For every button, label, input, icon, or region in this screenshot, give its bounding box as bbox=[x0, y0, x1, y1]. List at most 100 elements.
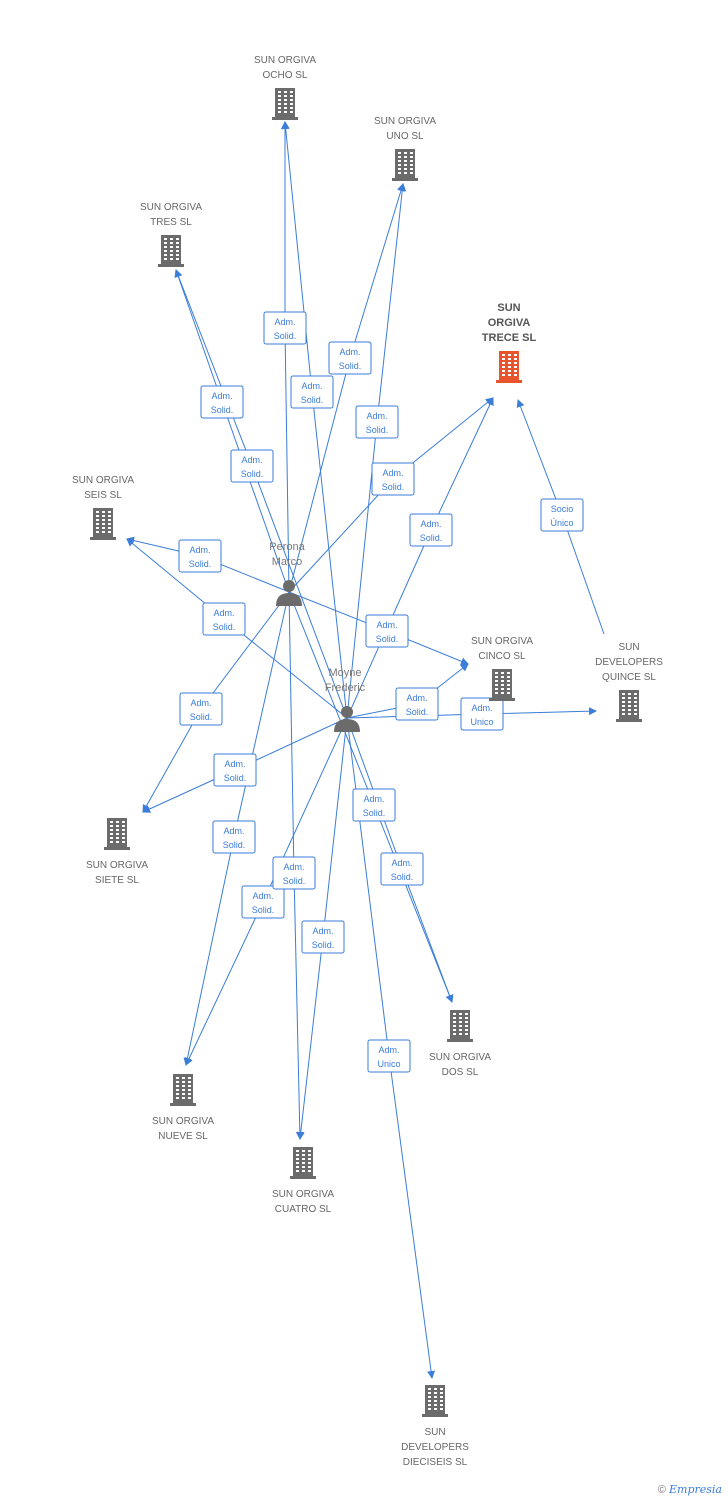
company-name-line: SUN ORGIVA bbox=[272, 1189, 334, 1200]
building-icon bbox=[104, 818, 130, 850]
edge-label-moyne-to-siete[interactable]: Adm. Solid. bbox=[213, 753, 257, 787]
edge-label-line: Adm. bbox=[224, 759, 245, 769]
edge-label-perona-to-siete[interactable]: Adm.Solid. bbox=[179, 692, 223, 726]
company-name-line: DEVELOPERS bbox=[401, 1442, 469, 1453]
edge-moyne-to-trece bbox=[346, 397, 494, 719]
building-icon bbox=[290, 1147, 316, 1179]
edge-label-line: Solid. bbox=[406, 707, 429, 717]
edge-label-line: Adm. bbox=[252, 891, 273, 901]
company-name-line: SUN ORGIVA bbox=[140, 202, 202, 213]
edge-label-line: Adm. bbox=[382, 468, 403, 478]
edge-label-moyne-to-seis[interactable]: Adm. Solid. bbox=[202, 602, 246, 636]
edge-label-moyne-to-cuatro[interactable]: Adm.Solid. bbox=[301, 920, 345, 954]
edge-label-moyne-to-quince[interactable]: Adm.Unico bbox=[460, 697, 504, 731]
edge-label-moyne-to-ocho[interactable]: Adm. Solid. bbox=[290, 375, 334, 409]
edge-label-line: Solid. bbox=[301, 395, 324, 405]
company-name-line: SEIS SL bbox=[84, 490, 122, 501]
edge-label-line: Adm. bbox=[378, 1045, 399, 1055]
edge-label-line: Adm. bbox=[213, 608, 234, 618]
edge-label-line: Solid. bbox=[252, 905, 275, 915]
edge-label-perona-to-cuatro[interactable]: Adm.Solid. bbox=[272, 856, 316, 890]
edge-label-line: Solid. bbox=[241, 469, 264, 479]
edge-label-line: Solid. bbox=[366, 425, 389, 435]
company-name-line: QUINCE SL bbox=[602, 672, 656, 683]
edge-label-perona-to-nueve[interactable]: Adm.Solid. bbox=[212, 820, 256, 854]
edge-label-line: Socio bbox=[551, 504, 574, 514]
edge-label-moyne-to-uno[interactable]: Adm.Solid. bbox=[355, 405, 399, 439]
edge-label-line: Único bbox=[550, 518, 573, 528]
edge-label-line: Solid. bbox=[391, 872, 414, 882]
edge-label-line: Solid. bbox=[376, 634, 399, 644]
edge-label-line: Solid. bbox=[339, 361, 362, 371]
edge-label-line: Solid. bbox=[382, 482, 405, 492]
edge-label-line: Solid. bbox=[213, 622, 236, 632]
edge-label-line: Adm. bbox=[211, 391, 232, 401]
edge-label-line: Solid. bbox=[363, 808, 386, 818]
edge-label-line: Adm. bbox=[301, 381, 322, 391]
edge-label-moyne-to-cinco[interactable]: Adm.Solid. bbox=[395, 687, 439, 721]
edge-label-line: Solid. bbox=[223, 840, 246, 850]
edge-label-line: Unico bbox=[470, 717, 493, 727]
edge-moyne-to-ocho bbox=[281, 121, 348, 719]
edge-label-line: Solid. bbox=[189, 559, 212, 569]
company-name-line: DOS SL bbox=[442, 1067, 479, 1078]
edge-label-line: Adm. bbox=[190, 698, 211, 708]
company-name-line: SUN bbox=[618, 642, 639, 653]
edges-layer bbox=[126, 121, 605, 1379]
company-name-line: CINCO SL bbox=[478, 651, 526, 662]
edge-label-line: Solid. bbox=[420, 533, 443, 543]
person-name-line: Frederic bbox=[325, 682, 366, 694]
edge-label-line: Adm. bbox=[391, 858, 412, 868]
edge-label-perona-to-seis[interactable]: Adm. Solid. bbox=[178, 539, 222, 573]
person-icon bbox=[334, 706, 360, 732]
edge-label-moyne-to-trece[interactable]: Adm. Solid. bbox=[409, 513, 453, 547]
company-name-line: SIETE SL bbox=[95, 875, 139, 886]
edge-label-line: Solid. bbox=[224, 773, 247, 783]
company-name-line: UNO SL bbox=[386, 131, 424, 142]
edge-label-line: Adm. bbox=[420, 519, 441, 529]
edge-label-moyne-to-nueve[interactable]: Adm. Solid. bbox=[241, 885, 285, 919]
edge-label-line: Unico bbox=[377, 1059, 400, 1069]
brand-logo[interactable]: Empresia bbox=[669, 1483, 722, 1496]
company-name-line: SUN ORGIVA bbox=[152, 1116, 214, 1127]
building-icon bbox=[616, 690, 642, 722]
edge-label-perona-to-dos[interactable]: Adm.Solid. bbox=[352, 788, 396, 822]
edge-label-line: Adm. bbox=[189, 545, 210, 555]
edge-label-moyne-to-dos[interactable]: Adm. Solid. bbox=[380, 852, 424, 886]
company-name-line: DEVELOPERS bbox=[595, 657, 663, 668]
company-node-seis[interactable]: SUN ORGIVA SEIS SL bbox=[72, 475, 134, 540]
person-icon bbox=[276, 580, 302, 606]
edge-label-perona-to-cinco[interactable]: Adm. Solid. bbox=[365, 614, 409, 648]
edge-label-perona-to-trece[interactable]: Adm. Solid. bbox=[371, 462, 415, 496]
edge-label-line: Adm. bbox=[376, 620, 397, 630]
company-node-nueve[interactable]: SUN ORGIVA NUEVE SL bbox=[152, 1074, 214, 1142]
edge-label-line: Adm. bbox=[274, 317, 295, 327]
edge-label-perona-to-tres[interactable]: Adm.Solid. bbox=[200, 385, 244, 419]
company-name-line: SUN bbox=[424, 1427, 445, 1438]
edge-label-perona-to-ocho[interactable]: Adm. Solid. bbox=[263, 311, 307, 345]
edge-label-line: Adm. bbox=[283, 862, 304, 872]
edge-label-line: Solid. bbox=[312, 940, 335, 950]
edge-label-perona-to-uno[interactable]: Adm.Solid. bbox=[328, 341, 372, 375]
company-name-line: NUEVE SL bbox=[158, 1131, 208, 1142]
edge-label-moyne-to-dieciseis[interactable]: Adm. Unico bbox=[367, 1039, 411, 1073]
edge-label-moyne-to-tres[interactable]: Adm. Solid. bbox=[230, 449, 274, 483]
company-name-line: SUN ORGIVA bbox=[72, 475, 134, 486]
edge-label-line: Solid. bbox=[274, 331, 297, 341]
edge-label-line: Adm. bbox=[241, 455, 262, 465]
company-node-quince[interactable]: SUN DEVELOPERS QUINCE SL bbox=[595, 642, 663, 722]
edge-moyne-to-tres bbox=[174, 269, 348, 719]
copyright-symbol: © bbox=[657, 1484, 666, 1496]
